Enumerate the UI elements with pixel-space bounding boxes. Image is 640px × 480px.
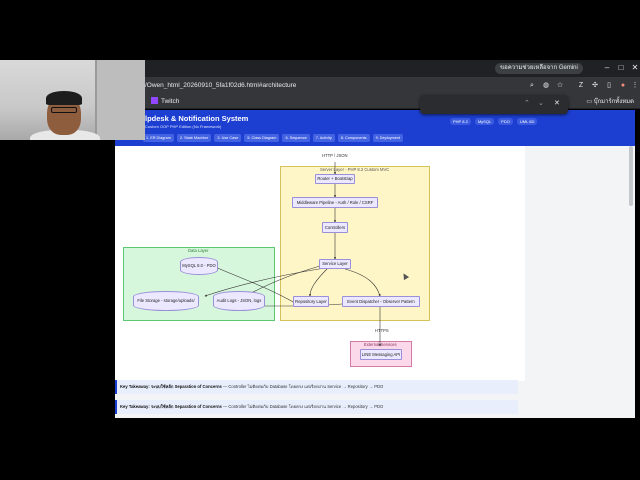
find-prev-icon[interactable]: ⌃ [524,100,530,107]
tab-deployment[interactable]: 9. Deployment [372,134,404,142]
search-icon[interactable]: ⌕ [530,82,534,89]
browser-tab-strip: ขอความช่วยเหลือจาก Gemini – □ ✕ [145,60,640,77]
section-nav: 1. ER Diagram 2. State Machine 3. Use Ca… [143,134,404,142]
find-next-icon[interactable]: ⌄ [538,100,544,107]
webcam-overlay [0,60,145,140]
http-json-label: HTTP / JSON [322,153,348,158]
all-bookmarks-label: บุ๊กมาร์กทั้งหมด [593,99,634,105]
controllers-node[interactable]: Controllers [322,222,348,233]
tab-components[interactable]: 8. Components [337,134,370,142]
find-close-icon[interactable]: ✕ [554,100,560,107]
takeaway-label: Key Takeaway: [120,404,150,409]
middleware-node[interactable]: Middleware Pipeline - Auth / Role / CSRF [292,197,378,208]
star-icon[interactable]: ☆ [556,82,564,89]
data-layer-label: Data Layer [188,248,209,253]
page-title: lpdesk & Notification System [145,114,249,123]
server-layer-cluster [280,166,430,321]
all-bookmarks-folder[interactable]: ▭ บุ๊กมาร์กทั้งหมด [586,96,634,108]
profile-icon[interactable]: ● [620,82,626,89]
page-content: Server Layer - PHP 8.2 Custom MVC Data L… [115,146,635,418]
tab-class-diagram[interactable]: 5. Class Diagram [244,134,280,142]
background-door [95,60,145,140]
file-storage-node[interactable]: File Storage - storage/uploads/ [133,291,199,311]
server-layer-label: Server Layer - PHP 8.2 Custom MVC [320,167,390,172]
find-bar[interactable]: ⌃ ⌄ ✕ [420,95,568,114]
person-shirt [30,130,100,140]
extension-icon[interactable]: Z [578,82,584,89]
sidepanel-icon[interactable]: ▯ [607,82,611,89]
maximize-icon[interactable]: □ [618,63,624,72]
badge-php: PHP 8.2 [450,118,471,125]
translate-icon[interactable]: ◍ [542,82,550,89]
puzzle-icon[interactable]: ✣ [592,82,598,89]
address-bar: /Owen_html_20260910_5fa1f02d6.html#archi… [145,77,640,95]
page-viewport: lpdesk & Notification System Custom OOP … [115,110,635,418]
badge-mysql: MySQL [474,118,495,125]
https-label: HTTPS [375,328,389,333]
url-field[interactable]: /Owen_html_20260910_5fa1f02d6.html#archi… [145,82,297,89]
takeaway-label: Key Takeaway: [120,384,150,389]
badge-pdo: PDO [498,118,513,125]
repository-layer-node[interactable]: Repository Layer [293,296,329,307]
page-subtitle: Custom OOP PHP Edition (No Framework) [145,124,222,129]
tab-use-case[interactable]: 3. Use Case [214,134,242,142]
tab-er-diagram[interactable]: 1. ER Diagram [143,134,174,142]
bookmark-twitch-label: Twitch [161,98,180,105]
router-node[interactable]: Router + Bootstrap [315,174,355,184]
badge-uml: UML 6D [516,118,538,125]
tab-state-machine[interactable]: 2. State Machine [176,134,212,142]
app-header: lpdesk & Notification System Custom OOP … [115,110,635,146]
service-layer-node[interactable]: Service Layer [319,259,351,269]
bookmark-twitch[interactable]: Twitch [151,96,179,108]
takeaway-heading: ระบบใช้หลัก Separation of Concerns [150,384,222,389]
minimize-icon[interactable]: – [604,63,610,72]
takeaway-text: — Controller ไม่ติดต่อกับ Database โดยตร… [221,404,384,409]
tech-badges: PHP 8.2 MySQL PDO UML 6D [450,118,538,125]
tab-activity[interactable]: 7. Activity [312,134,335,142]
key-takeaway-callout: Key Takeaway: ระบบใช้หลัก Separation of … [115,400,518,414]
page-scrollbar[interactable] [629,146,633,206]
audit-logs-node[interactable]: Audit Logs - JSON, logs [213,291,265,311]
takeaway-heading: ระบบใช้หลัก Separation of Concerns [150,404,222,409]
person-hair [46,91,82,105]
mysql-database-node[interactable]: MySQL 8.0 - PDO [180,257,218,275]
key-takeaway-callout: Key Takeaway: ระบบใช้หลัก Separation of … [115,380,518,394]
folder-icon: ▭ [586,99,594,105]
takeaway-text: — Controller ไม่ติดต่อกับ Database โดยตร… [221,384,384,389]
twitch-icon [151,97,158,104]
event-dispatcher-node[interactable]: Event Dispatcher - Observer Pattern [342,296,420,307]
menu-icon[interactable]: ⋮ [631,82,639,89]
glasses-icon [51,107,77,113]
line-messaging-node[interactable]: LINE Messaging API [360,349,402,360]
tab-sequence[interactable]: 6. Sequence [282,134,310,142]
close-window-icon[interactable]: ✕ [631,63,639,72]
architecture-diagram-card: Server Layer - PHP 8.2 Custom MVC Data L… [115,146,525,381]
gemini-assist-button[interactable]: ขอความช่วยเหลือจาก Gemini [495,63,583,74]
